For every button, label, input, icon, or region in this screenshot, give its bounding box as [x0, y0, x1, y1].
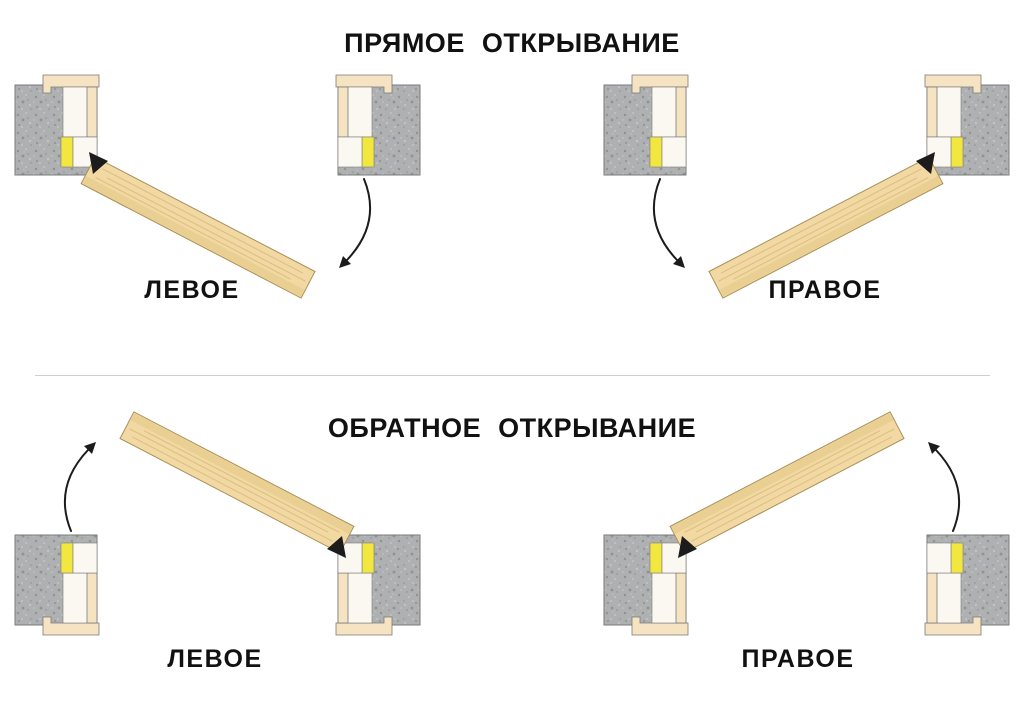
reverse-right-label: ПРАВОЕ	[741, 645, 855, 673]
section-divider	[35, 375, 990, 376]
diagram-reverse-left	[15, 412, 420, 635]
direct-left-label: ЛЕВОЕ	[144, 276, 240, 304]
diagram-direct-left	[15, 75, 420, 298]
direct-right-label: ПРАВОЕ	[768, 276, 882, 304]
reverse-opening-title: ОБРАТНОЕ ОТКРЫВАНИЕ	[327, 413, 697, 443]
reverse-left-label: ЛЕВОЕ	[167, 645, 263, 673]
diagram-direct-right	[604, 75, 1009, 298]
direct-opening-title: ПРЯМОЕ ОТКРЫВАНИЕ	[344, 28, 680, 58]
diagram-reverse-right	[604, 412, 1009, 635]
